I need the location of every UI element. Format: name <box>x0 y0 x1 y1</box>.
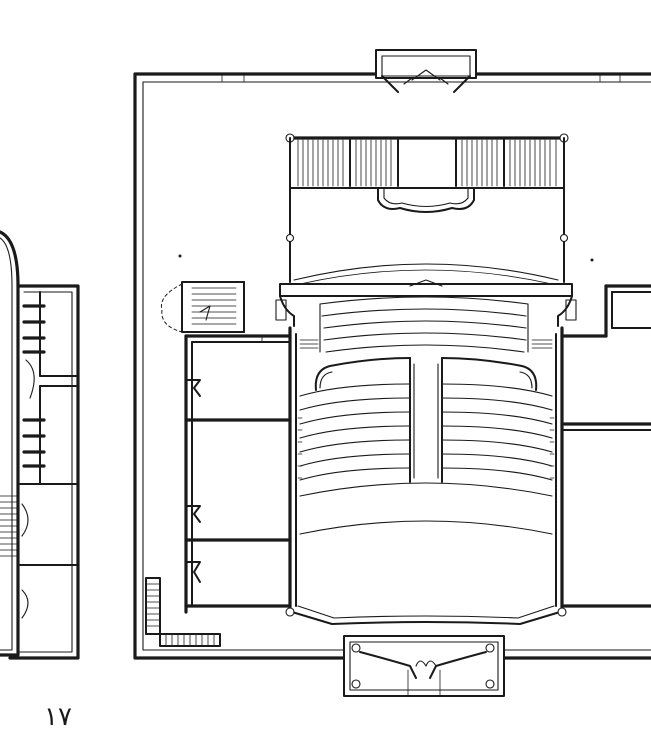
top-entrance-porch <box>375 49 477 93</box>
stalls-seating <box>297 357 555 535</box>
right-wing-rooms <box>560 284 651 608</box>
left-wing-rooms <box>160 281 292 614</box>
page-number: ١٧ <box>44 702 72 732</box>
bottom-left-stair <box>145 577 221 647</box>
upper-tier-seating <box>299 296 553 353</box>
main-plan-outer-walls <box>133 72 651 660</box>
bottom-entrance-porch <box>343 635 505 697</box>
auditorium-walls <box>285 326 567 625</box>
balcony-arc <box>275 263 577 327</box>
upper-stairs-foyer <box>285 133 569 283</box>
left-partial-plan <box>0 230 80 660</box>
